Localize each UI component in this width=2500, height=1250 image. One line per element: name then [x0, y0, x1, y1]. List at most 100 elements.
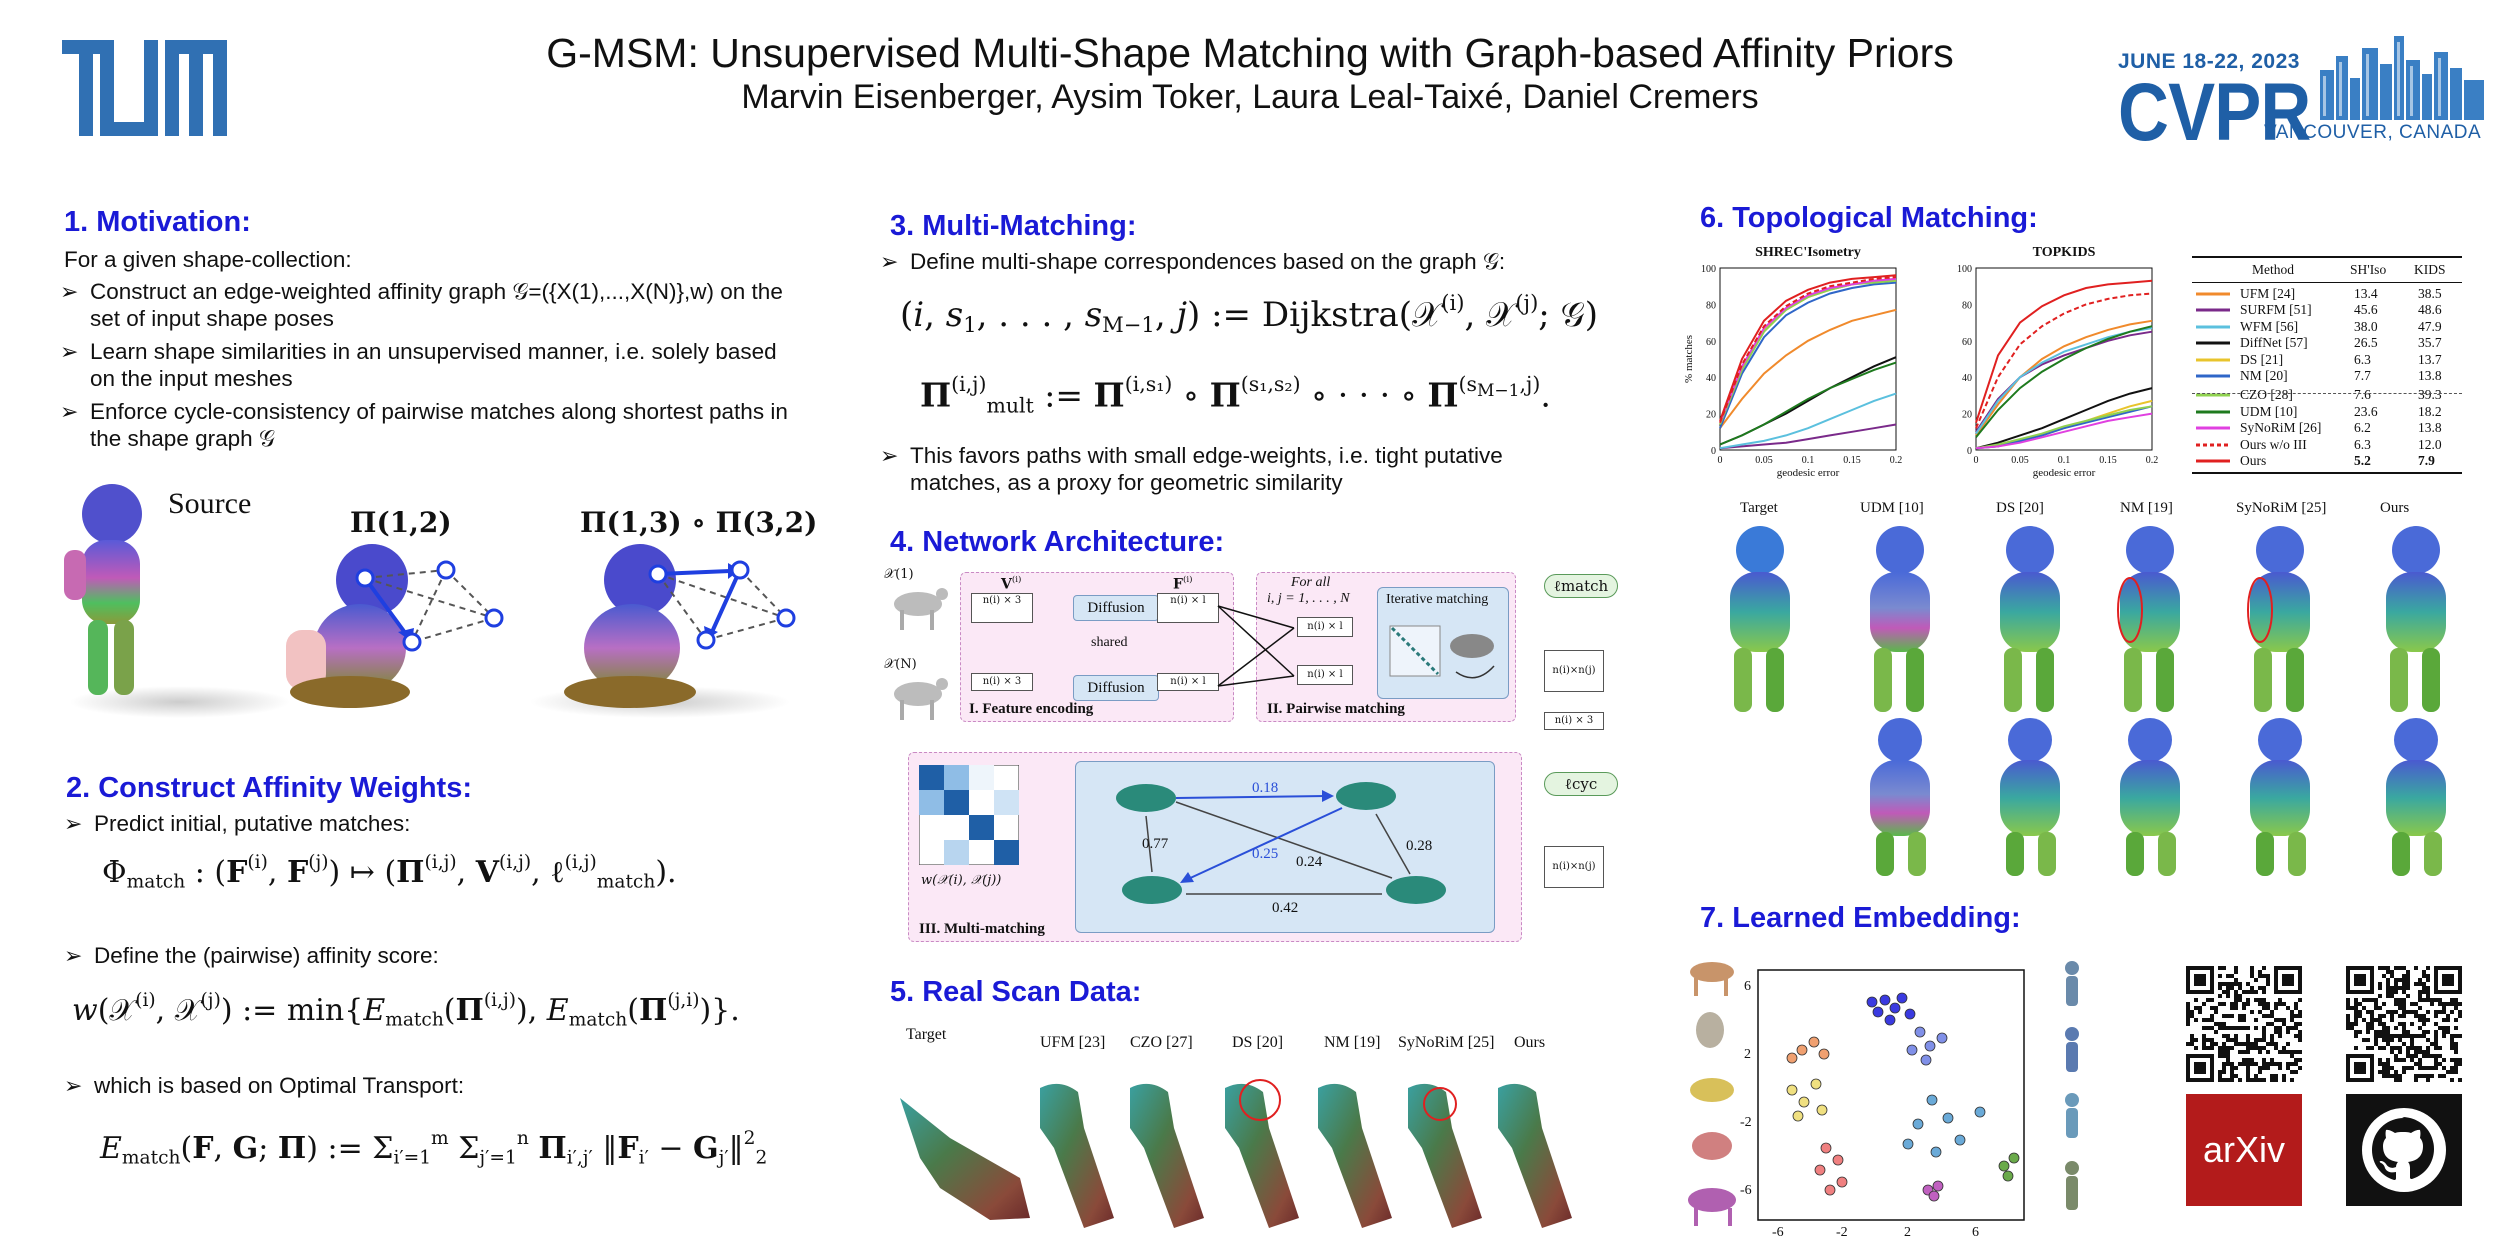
github-icon[interactable]: [2346, 1094, 2462, 1206]
table-header-shiso: SH'Iso: [2350, 262, 2387, 277]
sec4-heading: 4. Network Architecture:: [890, 526, 1225, 558]
x-tick-label: 0.2: [2146, 455, 2159, 466]
multi-matching-equation: Π(i,j)mult := Π(i,s₁) ∘ Π(s₁,s₂) ∘ · · ·…: [920, 372, 1551, 418]
table-cell-kids: 13.7: [2418, 351, 2442, 367]
table-cell-shiso: 7.6: [2354, 387, 2371, 403]
svg-text:2: 2: [1904, 1225, 1911, 1240]
y-tick-label: 40: [1706, 373, 1716, 384]
hand-scans: [900, 1079, 1572, 1228]
github-qr-code[interactable]: [2346, 966, 2462, 1082]
legend-swatch: [2196, 459, 2230, 463]
x-tick-label: 0.2: [1890, 455, 1903, 466]
y-tick-label: 80: [1706, 300, 1716, 311]
arxiv-badge[interactable]: arXiv: [2186, 1094, 2302, 1206]
table-cell-method: CZO [28]: [2240, 387, 2293, 403]
x-axis-label: geodesic error: [2033, 467, 2096, 479]
x-tick-label: 0.05: [1755, 455, 1773, 466]
pi-output: n(i)×n(j): [1544, 650, 1604, 692]
tum-logo: [62, 40, 227, 136]
series-line-wfm: [1719, 392, 1897, 450]
input-shapes: 𝒳(1) 𝒳(N): [884, 567, 948, 720]
pi12-label: Π(1,2): [350, 506, 452, 539]
motivation-figure: Source Π(1,2) Π(1,3) ∘ Π(3,2): [64, 484, 817, 718]
svg-text:0.25: 0.25: [1252, 846, 1278, 862]
legend-swatch: [2196, 292, 2230, 296]
phi-match-equation: Φmatch : (F(i), F(j)) ↦ (Π(i,j), V(i,j),…: [102, 852, 677, 893]
network-architecture-figure: 𝒳(1) 𝒳(N) I. Feature encoding V(i) F(i) …: [880, 564, 1620, 950]
iterative-matching-block: Iterative matching: [1377, 587, 1509, 699]
scan-label-czo: CZO [27]: [1130, 1034, 1193, 1051]
sec2-bullet-3: ➢ which is based on Optimal Transport:: [64, 1073, 465, 1098]
svg-text:0.42: 0.42: [1272, 900, 1298, 916]
embedding-figure: 6 2 -2 -6 -6 -2 2 6: [1680, 950, 2100, 1240]
sec7-heading: 7. Learned Embedding:: [1700, 902, 2021, 934]
scan-label-ds: DS [20]: [1232, 1034, 1284, 1051]
legend-swatch: [2196, 426, 2230, 430]
table-cell-kids: 48.6: [2418, 302, 2442, 318]
arrow-bullet-icon: ➢: [64, 1073, 83, 1098]
legend-swatch: [2196, 443, 2230, 447]
table-cell-method: NM [20]: [2240, 368, 2288, 383]
table-cell-shiso: 5.2: [2354, 453, 2371, 468]
sec2-bullet-1: ➢ Predict initial, putative matches:: [64, 811, 411, 836]
chart-title: SHREC'Isometry: [1755, 245, 1861, 260]
source-shape: [64, 484, 142, 695]
target-shape-1: [286, 544, 410, 708]
sec2-bullet-2: ➢ Define the (pairwise) affinity score:: [64, 943, 439, 968]
series-line-ours-w-o-iii: [1719, 276, 1897, 424]
y-tick-label: 100: [1957, 264, 1972, 275]
series-line-ufm: [1719, 308, 1897, 429]
sec2-heading: 2. Construct Affinity Weights:: [66, 772, 472, 804]
real-scan-figure: Target UFM [23] CZO [27] DS [20] NM [19]…: [880, 1020, 1620, 1240]
table-cell-method: WFM [56]: [2240, 318, 2299, 334]
arrow-bullet-icon: ➢: [880, 249, 899, 274]
legend-swatch: [2196, 374, 2230, 378]
table-cell-shiso: 7.7: [2354, 368, 2371, 383]
y-axis-label: % matches: [1683, 335, 1695, 383]
pairwise-matching-panel: II. Pairwise matching For all i, j = 1, …: [1256, 572, 1516, 722]
sec3-bullet-2: ➢ This favors paths with small edge-weig…: [880, 443, 1503, 495]
y-tick-label: 60: [1962, 337, 1972, 348]
v-output: n(i) × 3: [1544, 712, 1604, 730]
poster-title: G-MSM: Unsupervised Multi-Shape Matching…: [546, 30, 1954, 76]
table-cell-kids: 47.9: [2418, 318, 2442, 334]
legend-swatch: [2196, 308, 2230, 312]
series-line-udm: [1719, 361, 1897, 446]
l-match-loss: ℓmatch: [1544, 574, 1618, 598]
y-tick-label: 0: [1967, 446, 1972, 457]
scan-label-ufm: UFM [23]: [1040, 1034, 1106, 1051]
svg-text:-2: -2: [1836, 1225, 1848, 1240]
sec1-bullet-3: ➢ Enforce cycle-consistency of pairwise …: [60, 399, 788, 451]
table-header-method: Method: [2252, 262, 2294, 277]
y-tick-label: 20: [1962, 410, 1972, 421]
scan-label-nm: NM [19]: [1324, 1034, 1381, 1051]
diffusion-block-2: Diffusion: [1073, 675, 1159, 701]
diffusion-block-1: Diffusion: [1073, 595, 1159, 621]
shared-label: shared: [1091, 635, 1128, 650]
svg-text:0.28: 0.28: [1406, 838, 1432, 854]
table-cell-method: Ours: [2240, 453, 2267, 468]
arxiv-qr-code[interactable]: [2186, 966, 2302, 1082]
svg-text:2: 2: [1744, 1047, 1751, 1062]
x-tick-label: 0.15: [1843, 455, 1861, 466]
arrow-bullet-icon: ➢: [64, 943, 83, 968]
table-cell-shiso: 13.4: [2354, 286, 2378, 301]
table-cell-shiso: 6.3: [2354, 351, 2371, 367]
x-tick-label: 0.1: [2058, 455, 2071, 466]
sec1-bullet-2: ➢ Learn shape similarities in an unsuper…: [60, 339, 777, 391]
table-cell-kids: 35.7: [2418, 335, 2442, 351]
x-tick-label: 0.05: [2011, 455, 2029, 466]
x-tick-label: 0: [1974, 455, 1979, 466]
table-cell-method: UFM [24]: [2240, 286, 2296, 301]
y-tick-label: 80: [1962, 300, 1972, 311]
x-axis-label: geodesic error: [1777, 467, 1840, 479]
svg-text:𝒳(N): 𝒳(N): [884, 657, 917, 672]
svg-text:6: 6: [1972, 1225, 1979, 1240]
series-line-ours-w-o-iii: [1975, 292, 2153, 429]
